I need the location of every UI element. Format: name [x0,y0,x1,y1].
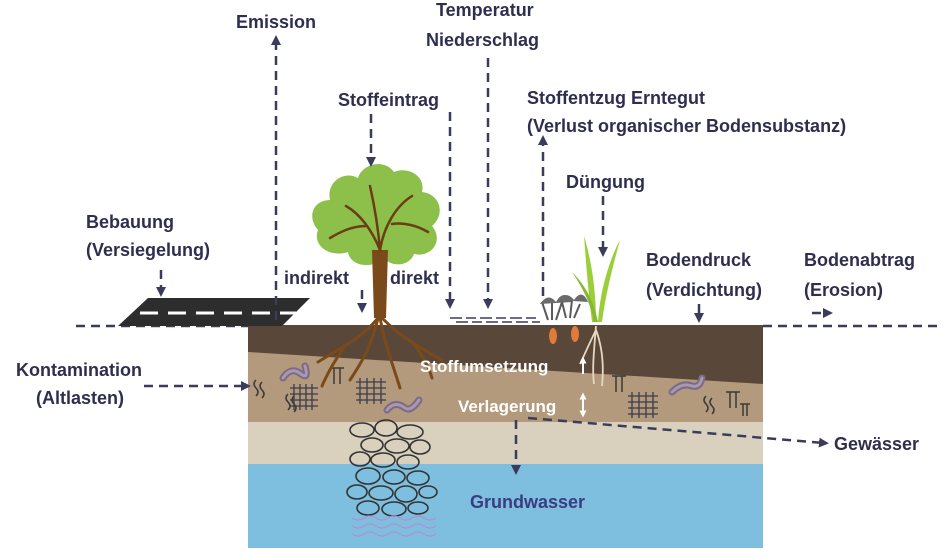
crop-plants [540,236,620,387]
label-emission: Emission [236,12,316,32]
tree-roots [316,316,444,390]
mesh-icon [356,378,386,404]
soil-profile [248,325,763,548]
soil-details [253,362,750,418]
labels: Emission Temperatur Niederschlag Stoffei… [16,0,919,512]
label-duengung: Düngung [566,172,645,192]
mesh-icon [628,392,658,418]
label-bebauung-2: (Versiegelung) [86,240,210,260]
label-bodendruck-1: Bodendruck [646,250,752,270]
label-niederschlag: Niederschlag [426,30,539,50]
crop-icon [540,294,588,321]
earthworm-icon [668,374,706,396]
tuber-icon [571,326,579,342]
label-stoffentzug-1: Stoffentzug Erntegut [527,88,705,108]
label-stoffentzug-2: (Verlust organischer Bodensubstanz) [527,116,846,136]
microbe-icon [253,379,265,399]
microbe-icon [703,395,715,415]
fungus-icon [726,391,740,408]
grass-icon [572,236,620,322]
label-stoffumsetzung: Stoffumsetzung [420,357,548,376]
groundwater-layer [248,463,763,548]
topsoil-layer [248,325,763,384]
label-bebauung-1: Bebauung [86,212,174,232]
label-direkt: direkt [390,268,439,288]
gewaesser-arrow [527,416,829,448]
gravel-column [346,419,438,537]
label-bodenabtrag-2: (Erosion) [804,280,883,300]
label-verlagerung: Verlagerung [458,397,556,416]
label-bodendruck-2: (Verdichtung) [646,280,762,300]
label-stoffeintrag: Stoffeintrag [338,90,439,110]
fungus-icon [612,375,626,392]
bedrock-layer [248,422,763,464]
label-temperatur: Temperatur [436,0,534,20]
earthworm-icon [279,362,310,382]
tree-trunk [372,250,388,318]
tuber-icon [549,328,557,344]
label-grundwasser: Grundwasser [470,492,585,512]
label-indirekt: indirekt [284,268,349,288]
label-kontamination-1: Kontamination [16,360,142,380]
fungus-icon [740,403,750,416]
microbe-icon [285,393,297,413]
tree [312,164,444,390]
precipitation-marks [450,317,540,323]
earthworm-icon [383,396,423,414]
label-gewaesser: Gewässer [834,434,919,454]
label-kontamination-2: (Altlasten) [36,388,124,408]
label-bodenabtrag-1: Bodenabtrag [804,250,915,270]
road [118,298,310,326]
arrows [144,35,833,475]
